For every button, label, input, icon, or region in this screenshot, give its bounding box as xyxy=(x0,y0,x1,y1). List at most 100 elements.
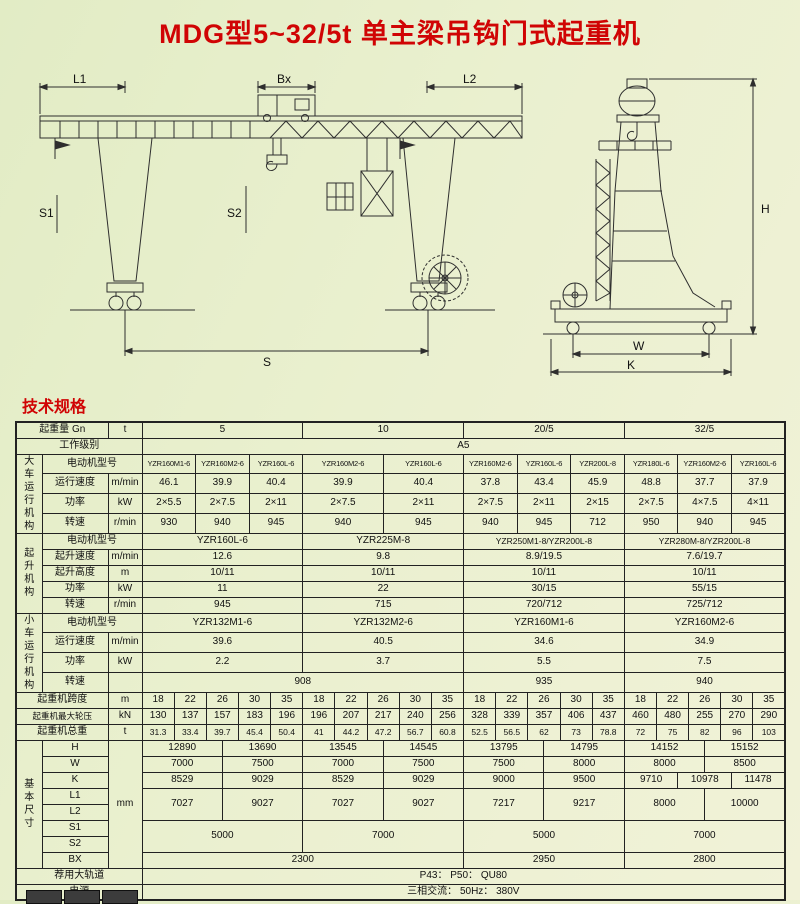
spec-cell: 5.5 xyxy=(463,652,625,673)
spec-cell: kW xyxy=(107,493,143,514)
spec-cell: 26 xyxy=(688,691,722,709)
spec-cell: 7.5 xyxy=(623,652,786,673)
spec-cell: 8529 xyxy=(141,771,223,789)
spec-cell: 357 xyxy=(527,707,561,725)
spec-cell: 2×7.5 xyxy=(302,493,384,514)
spec-cell: 35 xyxy=(430,691,465,709)
spec-cell: 转速 xyxy=(41,671,109,693)
spec-cell: r/min xyxy=(107,512,143,534)
spec-cell: 30/15 xyxy=(463,580,625,598)
spec-cell: 运行速度 xyxy=(41,632,109,653)
spec-cell: 130 xyxy=(141,707,175,725)
spec-cell: 44.2 xyxy=(334,723,368,741)
spec-cell: 37.7 xyxy=(677,473,733,494)
spec-cell: 37.8 xyxy=(463,473,518,494)
spec-cell: 10 xyxy=(302,421,465,439)
spec-cell: YZR160L-6 xyxy=(516,453,572,475)
spec-cell: BX xyxy=(41,851,109,869)
spec-cell: mm xyxy=(107,739,143,869)
spec-cell: 2950 xyxy=(463,851,625,869)
spec-cell: YZR160M2-6 xyxy=(463,453,518,475)
spec-cell: kW xyxy=(107,580,143,598)
spec-cell: 712 xyxy=(570,512,625,534)
spec-cell: P43： P50： QU80 xyxy=(141,867,786,885)
spec-cell: 7000 xyxy=(623,819,786,853)
spec-cell: 30 xyxy=(559,691,593,709)
dim-label-s: S xyxy=(263,355,271,369)
dim-label-w: W xyxy=(633,339,645,353)
page-title: MDG型5~32/5t 单主梁吊钩门式起重机 xyxy=(159,19,641,49)
crane-drawing: L1 Bx L2 S1 S2 S H W K xyxy=(38,72,770,376)
spec-cell: 电动机型号 xyxy=(41,532,143,550)
spec-cell: 32/5 xyxy=(623,421,786,439)
spec-cell: 2×15 xyxy=(570,493,625,514)
spec-cell: 起升速度 xyxy=(41,548,109,566)
spec-cell: 2×11 xyxy=(248,493,304,514)
spec-cell: YZR160L-6 xyxy=(141,532,304,550)
spec-cell: YZR160L-6 xyxy=(382,453,465,475)
spec-cell: 11 xyxy=(141,580,304,598)
spec-cell: m/min xyxy=(107,632,143,653)
spec-cell: 56.7 xyxy=(398,723,432,741)
spec-cell: 9710 xyxy=(623,771,679,789)
spec-cell: t xyxy=(107,723,143,741)
spec-cell: 96 xyxy=(720,723,754,741)
spec-cell: 22 xyxy=(495,691,529,709)
spec-cell: 8000 xyxy=(623,787,706,821)
spec-cell: 270 xyxy=(720,707,754,725)
section-title: 技术规格 xyxy=(22,399,87,416)
spec-cell: 功率 xyxy=(41,493,109,514)
spec-cell: 720/712 xyxy=(463,596,625,614)
cutoff-cell xyxy=(26,890,62,904)
spec-cell: 7000 xyxy=(302,755,384,773)
spec-cell: kW xyxy=(107,652,143,673)
spec-cell: 437 xyxy=(591,707,625,725)
spec-cell: 183 xyxy=(237,707,272,725)
spec-cell: 7.6/19.7 xyxy=(623,548,786,566)
spec-cell: 460 xyxy=(623,707,658,725)
spec-cell: 功率 xyxy=(41,580,109,598)
spec-cell: 37.9 xyxy=(731,473,786,494)
spec-cell: 9029 xyxy=(221,771,304,789)
spec-cell: 5000 xyxy=(463,819,625,853)
spec-cell: 13545 xyxy=(302,739,384,757)
spec-cell: 2.2 xyxy=(141,652,304,673)
spec-cell: S1 xyxy=(41,819,109,837)
spec-cell: 43.4 xyxy=(516,473,572,494)
spec-cell: 34.9 xyxy=(623,632,786,653)
spec-cell: 8000 xyxy=(543,755,625,773)
spec-cell: 60.8 xyxy=(430,723,465,741)
spec-cell: 22 xyxy=(334,691,368,709)
dim-label-h: H xyxy=(761,202,770,216)
spec-cell: 30 xyxy=(720,691,754,709)
spec-cell: 945 xyxy=(248,512,304,534)
spec-cell: 39.6 xyxy=(141,632,304,653)
spec-cell: YZR180L-6 xyxy=(623,453,679,475)
spec-cell: 2×5.5 xyxy=(141,493,197,514)
dim-label-s2: S2 xyxy=(227,206,242,220)
spec-cell: 运行速度 xyxy=(41,473,109,494)
spec-cell: 2×7.5 xyxy=(623,493,679,514)
spec-cell: YZR132M1-6 xyxy=(141,612,304,634)
spec-cell: YZR160M2-6 xyxy=(623,612,786,634)
spec-cell: 荐用大轨道 xyxy=(15,867,143,885)
crane-front-view xyxy=(38,81,524,356)
spec-cell: S2 xyxy=(41,835,109,853)
spec-cell: YZR160L-6 xyxy=(248,453,304,475)
spec-cell: YZR160M2-6 xyxy=(195,453,250,475)
spec-cell: 20/5 xyxy=(463,421,625,439)
spec-cell: 940 xyxy=(195,512,250,534)
spec-cell: 9500 xyxy=(543,771,625,789)
